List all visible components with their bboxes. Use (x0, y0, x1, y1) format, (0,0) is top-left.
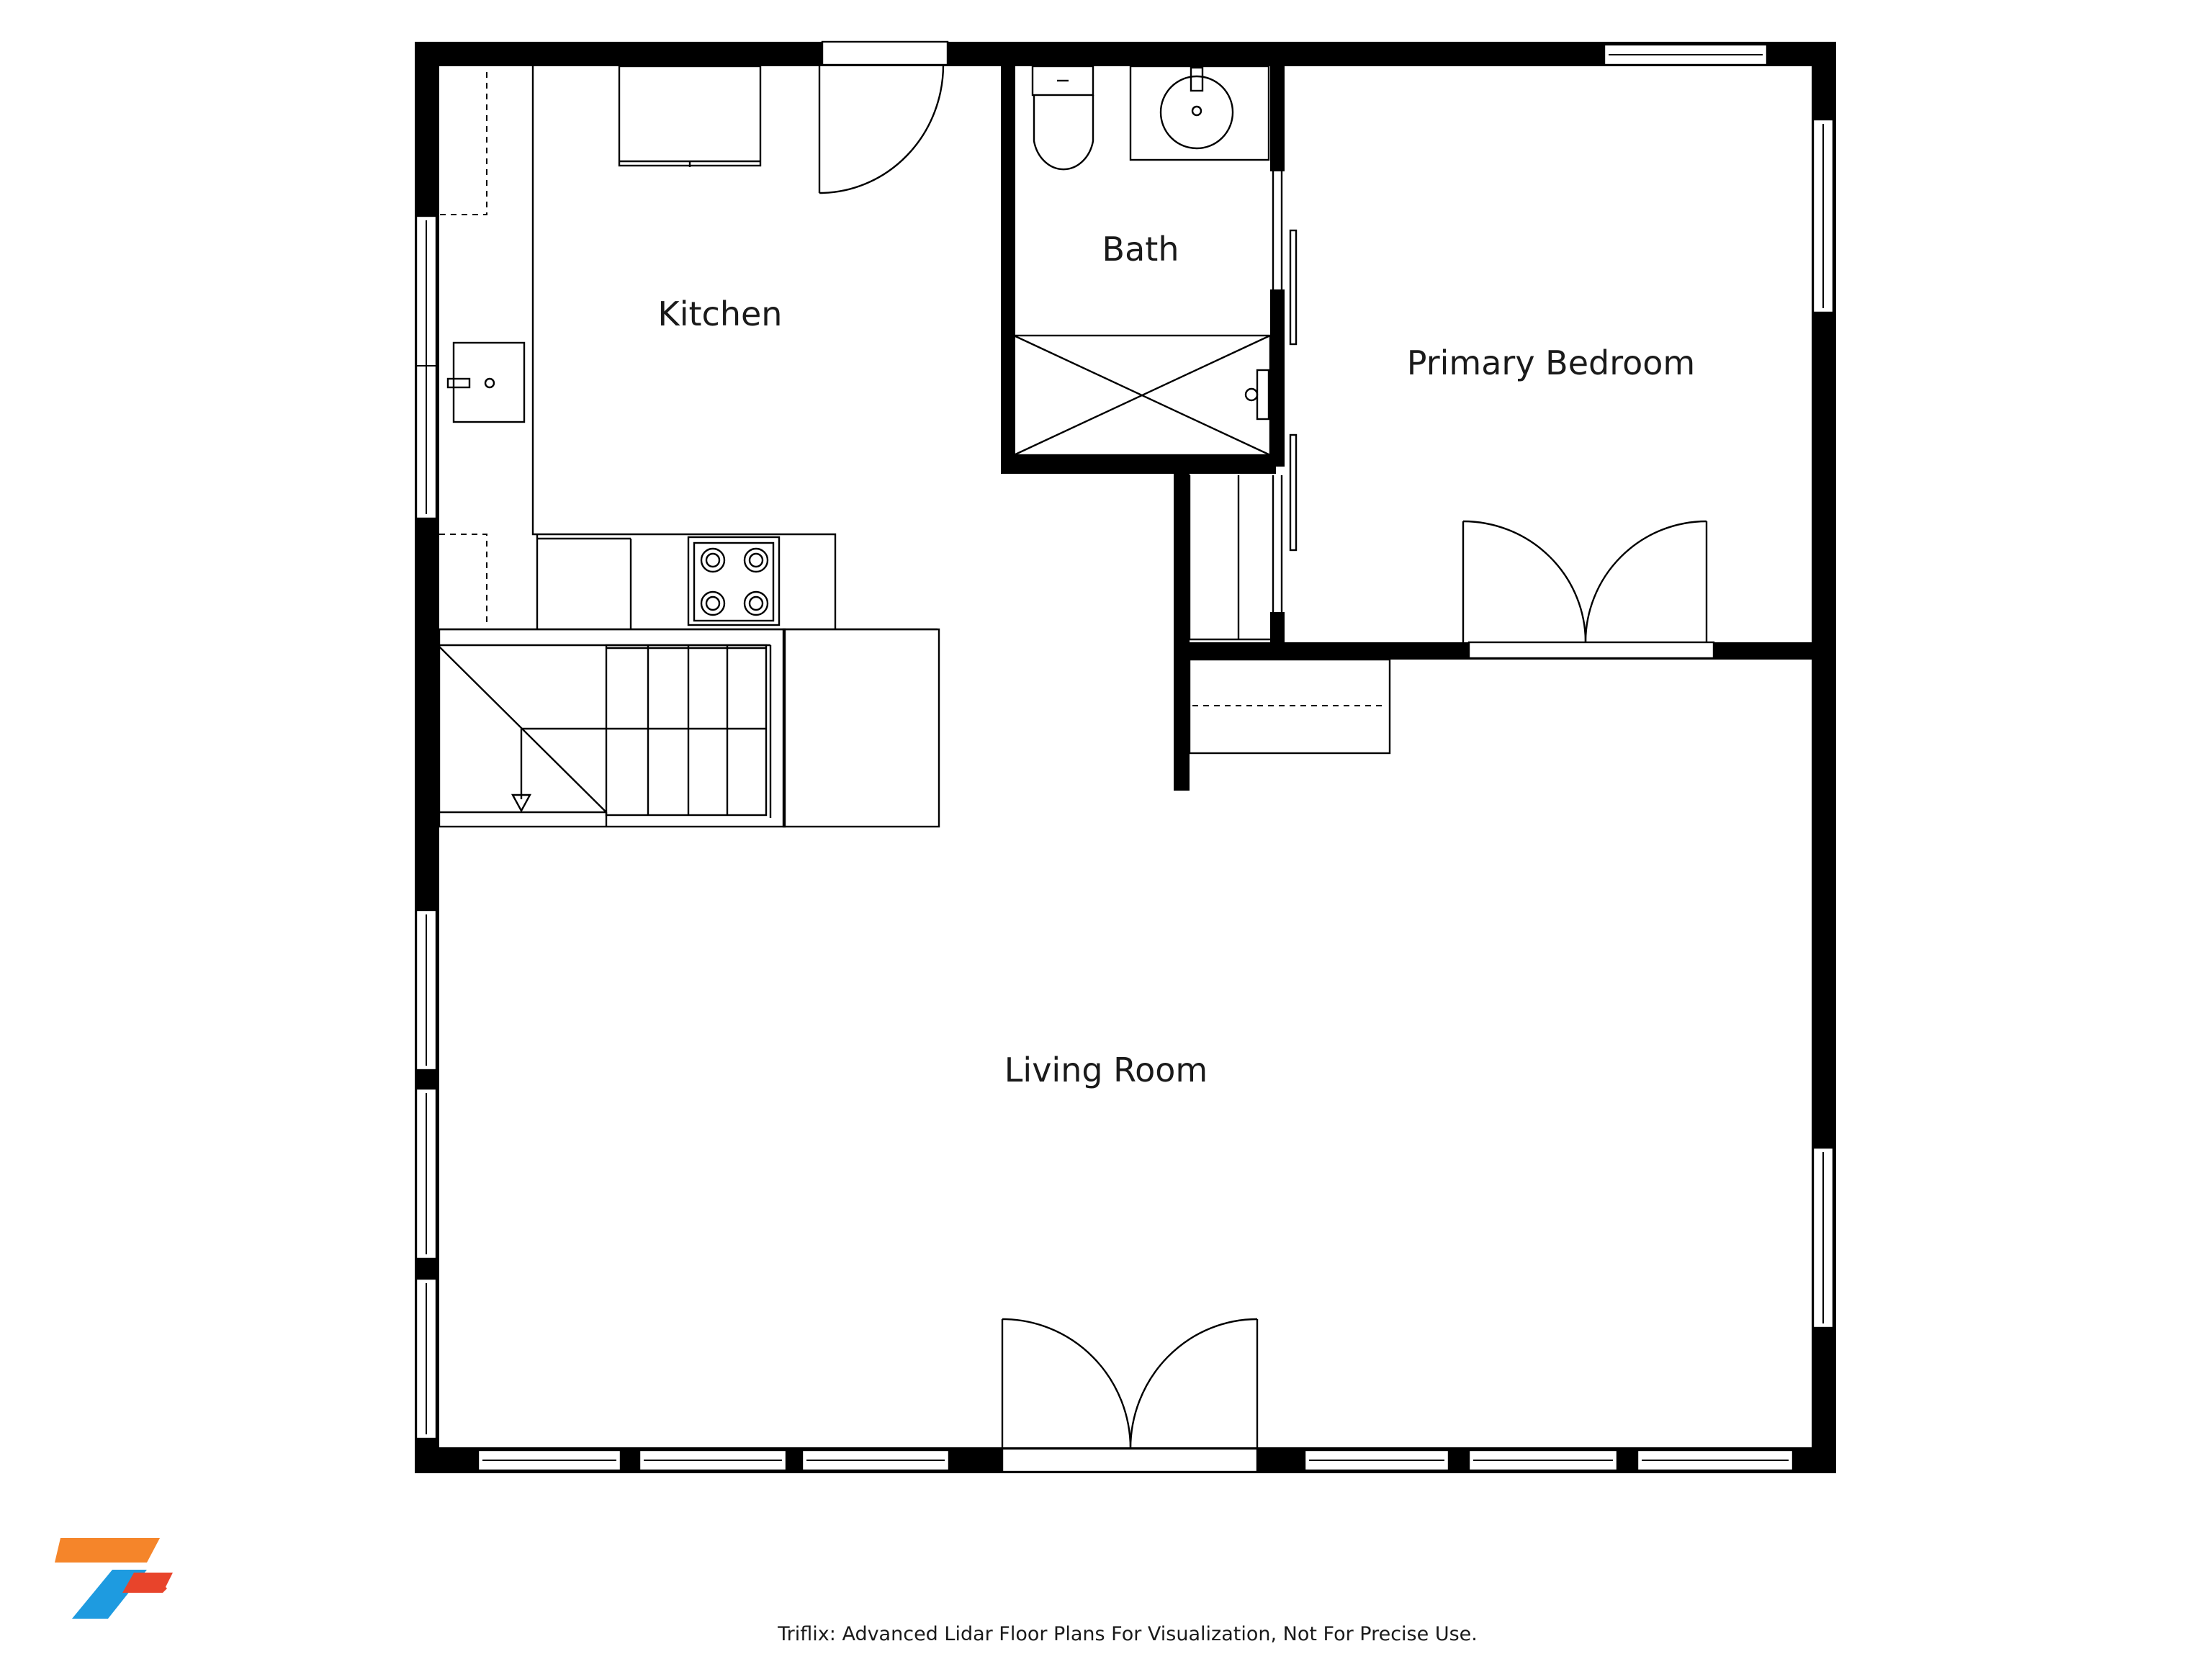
window-south-2 (638, 1449, 788, 1472)
window-west-living-1 (415, 909, 438, 1071)
interior-walls (1001, 62, 1836, 791)
room-label-living-room: Living Room (1004, 1051, 1208, 1089)
bath-pocket-doors (1272, 171, 1298, 612)
window-south-5 (1467, 1449, 1619, 1472)
kitchen-sink-icon (446, 341, 526, 423)
shower-icon (1012, 334, 1272, 457)
window-east-bedroom (1812, 118, 1835, 314)
window-west-living-2 (415, 1087, 438, 1260)
refrigerator-icon (618, 65, 762, 167)
logo-blue-stroke (72, 1570, 147, 1619)
openings (821, 40, 1715, 1473)
wall-bath-east-upper (1270, 62, 1285, 171)
wall-bedroom-east-stub (1270, 612, 1285, 648)
wall-bath-south (1001, 455, 1276, 474)
window-south-6 (1636, 1449, 1794, 1472)
wall-north (415, 42, 1835, 66)
wall-bath-east-lower (1270, 289, 1285, 467)
logo-orange-stroke (55, 1538, 160, 1563)
room-label-kitchen: Kitchen (658, 295, 783, 333)
living-room-double-door (1001, 1318, 1259, 1449)
window-south-4 (1303, 1449, 1450, 1472)
window-east-living (1812, 1146, 1835, 1329)
kitchen-fixtures (439, 65, 940, 828)
stove-icon (687, 536, 781, 626)
window-north-bedroom (1603, 43, 1768, 66)
toilet-icon (1031, 65, 1094, 171)
kitchen-exterior-door (818, 64, 945, 194)
wall-bath-west (1001, 62, 1015, 474)
windows (415, 43, 1835, 1472)
window-south-1 (477, 1449, 622, 1472)
triflix-logo-icon (55, 1538, 173, 1619)
bedroom-double-door (1462, 520, 1708, 643)
living-room-door-opening (1001, 1447, 1259, 1473)
window-south-3 (801, 1449, 950, 1472)
kitchen-door-opening (821, 40, 949, 66)
window-west-kitchen (415, 215, 438, 520)
sink-icon (1129, 65, 1270, 161)
closet-shelf (1188, 475, 1391, 755)
bedroom-door-opening (1467, 641, 1715, 660)
wall-closet-west (1174, 471, 1190, 791)
stairs-icon (438, 628, 786, 828)
pantry-dashed (439, 72, 487, 626)
kitchen-island (782, 628, 940, 828)
window-west-living-3 (415, 1277, 438, 1440)
footer-disclaimer: Triflix: Advanced Lidar Floor Plans For … (777, 1623, 1478, 1645)
room-label-bath: Bath (1102, 230, 1179, 269)
logo-red-stroke (122, 1573, 173, 1593)
room-label-primary-bedroom: Primary Bedroom (1407, 343, 1695, 382)
doors (818, 64, 1708, 1449)
bath-fixtures (1012, 65, 1272, 457)
